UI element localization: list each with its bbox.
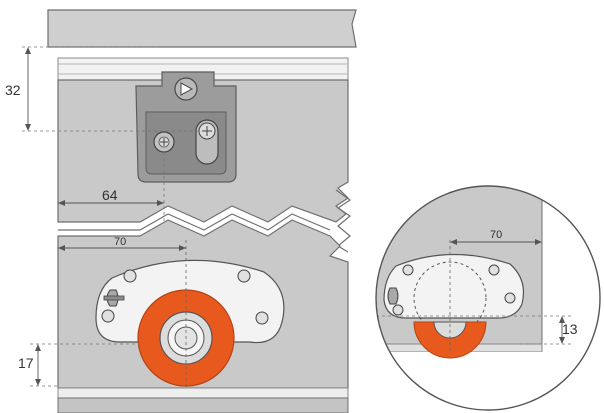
hanging-bracket xyxy=(135,71,237,183)
dimension-32: 32 xyxy=(5,46,200,132)
dimension-label: 64 xyxy=(102,187,118,203)
plate-screw xyxy=(123,269,137,283)
top-rail xyxy=(47,9,357,48)
detail-view: 70 13 xyxy=(375,185,601,411)
top-panel-view: 32 64 xyxy=(5,9,357,253)
detail-circle-outline xyxy=(375,185,601,411)
bottom-panel-view: 70 17 xyxy=(18,219,349,413)
plate-screw xyxy=(392,304,404,316)
dimension-label: 32 xyxy=(5,82,21,98)
dimension-label: 17 xyxy=(18,355,34,371)
plate-screw xyxy=(488,264,500,276)
detail-roller-wheel xyxy=(413,321,487,359)
dimension-64: 64 xyxy=(58,152,165,224)
plate-screw xyxy=(237,269,251,283)
plate-screw xyxy=(255,311,269,325)
dimension-70-bottom: 70 xyxy=(58,236,186,251)
dimension-17: 17 xyxy=(18,343,140,387)
plate-screw xyxy=(402,264,414,276)
dimension-label: 13 xyxy=(562,321,578,337)
detail-roller-plate xyxy=(383,253,525,319)
bottom-track xyxy=(57,387,349,399)
dimension-label: 70 xyxy=(490,229,502,241)
dimension-label: 70 xyxy=(114,236,126,248)
plate-screw xyxy=(504,292,516,304)
wing-adjuster xyxy=(103,289,125,307)
plate-screw xyxy=(101,309,115,323)
